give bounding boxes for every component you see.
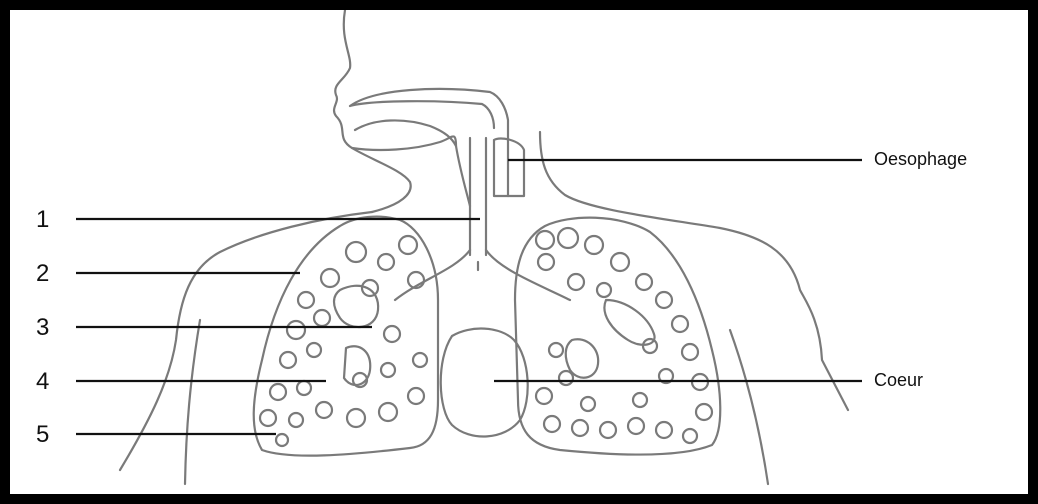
trachea-tube — [470, 138, 486, 255]
nasal-cavity — [350, 89, 508, 196]
respiratory-system-illustration — [10, 10, 1028, 494]
label-2: 2 — [36, 260, 49, 288]
label-4: 4 — [36, 368, 49, 396]
diagram-frame: 1 2 3 4 5 Oesophage Coeur — [10, 10, 1028, 494]
torso-right — [730, 330, 768, 484]
label-heart: Coeur — [874, 370, 923, 391]
body-left — [120, 212, 372, 470]
label-5: 5 — [36, 421, 49, 449]
heart — [441, 329, 528, 437]
right-lung-alveoli — [536, 228, 712, 443]
label-1: 1 — [36, 206, 49, 234]
label-3: 3 — [36, 314, 49, 342]
label-oesophagus: Oesophage — [874, 149, 967, 170]
torso-left — [185, 320, 200, 484]
face-profile — [334, 10, 411, 212]
neck-right — [540, 132, 848, 410]
pharynx-wall — [352, 136, 470, 206]
left-lung-alveoli — [260, 236, 427, 446]
